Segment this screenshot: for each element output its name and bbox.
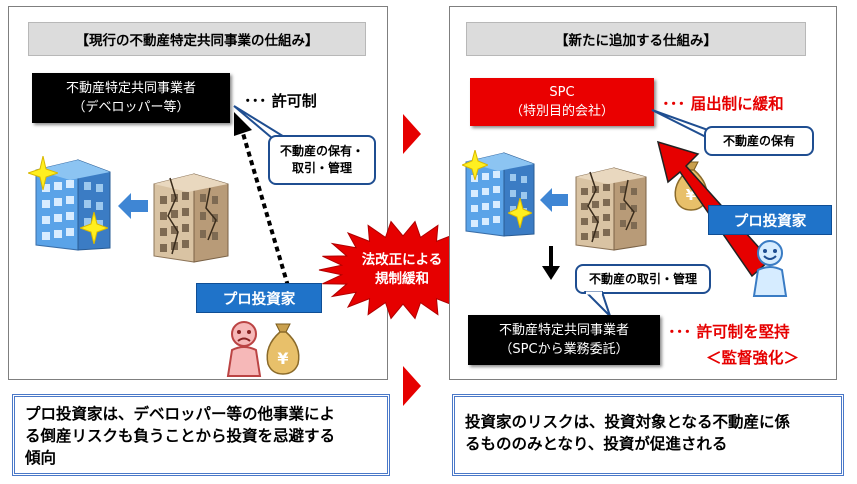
spc-line1: SPC [549,85,575,100]
left-callout-line2: 取引・管理 [291,161,352,175]
right-panel-title: 【新たに追加する仕組み】 [466,22,806,56]
red-triangle-icon [403,366,421,406]
left-arrow-icon [540,188,568,212]
dotted-arrow-up [234,112,290,287]
left-summary-line1: プロ投資家は、デベロッパー等の他事業によ [25,405,336,423]
burst-shape [318,220,488,320]
old-building-icon [153,173,229,263]
left-panel-title: 【現行の不動産特定共同事業の仕組み】 [28,22,366,56]
left-operator-line2: （デベロッパー等） [72,100,190,115]
burst-line1: 法改正による [361,252,443,268]
right-operator-note-line1: ･･･ 許可制を堅持 [668,323,790,341]
right-operator-line2: （SPCから業務委託） [499,342,629,357]
sparkle-icon [28,156,58,190]
sad-investor-icon [226,321,262,377]
sparkle-icon [508,198,532,228]
right-summary-box: 投資家のリスクは、投資対象となる不動産に係 るもののみとなり、投資が促進される [452,394,844,476]
burst-line2: 規制緩和 [375,271,429,287]
left-callout-line1: 不動産の保有・ [279,144,364,158]
left-operator-box: 不動産特定共同事業者 （デベロッパー等） [32,73,230,123]
spc-note: ･･･ 届出制に緩和 [662,95,784,113]
left-summary-line2: る倒産リスクも負うことから投資を忌避する [25,427,336,445]
right-operator-box: 不動産特定共同事業者 （SPCから業務委託） [468,315,660,365]
left-operator-note: ･･･ 許可制 [244,92,317,110]
right-callout-top: 不動産の保有 [704,126,814,156]
right-callout-mid-tail [583,291,611,317]
svg-text:¥: ¥ [277,349,288,368]
burst-text: 法改正による 規制緩和 [352,251,452,289]
sparkle-icon [80,212,108,244]
left-callout: 不動産の保有・ 取引・管理 [268,135,376,185]
spc-line2: （特別目的会社） [509,104,614,119]
happy-investor-icon [752,240,788,297]
red-triangle-icon [403,114,421,154]
blue-building-icon [35,159,111,251]
right-summary-line2: るもののみとなり、投資が促進される [465,435,728,453]
right-callout-mid: 不動産の取引・管理 [575,264,711,294]
left-arrow-icon [118,193,148,219]
left-summary-line3: 傾向 [25,449,57,467]
left-operator-line1: 不動産特定共同事業者 [65,81,196,96]
left-summary-box: プロ投資家は、デベロッパー等の他事業によ る倒産リスクも負うことから投資を忌避す… [12,394,390,476]
spc-box: SPC （特別目的会社） [470,78,654,126]
right-summary-line1: 投資家のリスクは、投資対象となる不動産に係 [465,413,791,431]
left-investor-label: プロ投資家 [196,283,322,313]
old-building-icon [575,167,647,251]
sparkle-icon [462,150,488,180]
right-operator-line1: 不動産特定共同事業者 [498,323,629,338]
money-bag-icon: ¥ [266,323,300,375]
down-arrow-icon [542,246,560,280]
svg-text:¥: ¥ [686,186,697,204]
right-investor-label: プロ投資家 [708,205,832,235]
right-operator-note-line2: ＜監督強化＞ [706,349,800,367]
